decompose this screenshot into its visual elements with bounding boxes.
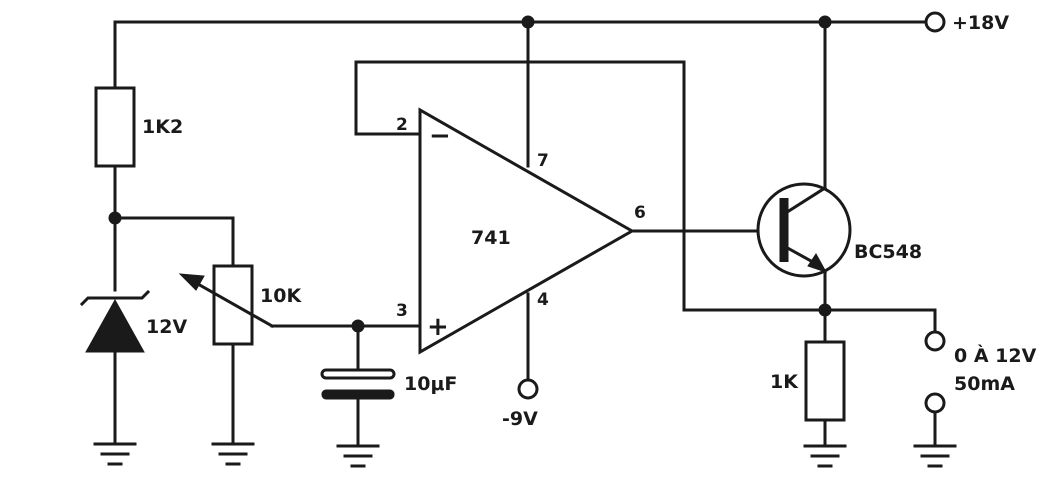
ground-symbol (913, 444, 957, 468)
output-current-label: 50mA (954, 373, 1015, 395)
ground-symbol (211, 442, 255, 466)
ground-symbol (336, 444, 380, 468)
opamp-741 (418, 107, 636, 355)
supply-negative-label: -9V (502, 408, 538, 430)
potentiometer-wiper-arrow (178, 273, 275, 329)
terminal-minus-9v (517, 378, 539, 400)
ground-symbol (803, 444, 847, 468)
resistor-1k-label: 1K (770, 371, 799, 393)
zener-label: 12V (146, 316, 187, 338)
pin-4-label: 4 (537, 290, 549, 310)
top-rail (113, 15, 928, 29)
capacitor-label: 10μF (404, 373, 457, 395)
output-range-label: 0 À 12V (954, 344, 1037, 367)
zener-diode (79, 289, 151, 353)
resistor-1k (804, 340, 846, 422)
pin-3-label: 3 (396, 301, 408, 321)
terminal-output-ground (924, 392, 946, 414)
terminal-output (924, 330, 946, 352)
supply-positive-label: +18V (952, 12, 1009, 34)
capacitor-10uf (320, 368, 396, 400)
resistor-1k2-label: 1K2 (142, 116, 183, 138)
feedback-wire (354, 60, 827, 312)
terminal-plus-18v (924, 11, 946, 33)
inverting-sign: − (429, 121, 451, 151)
transistor-label: BC548 (854, 241, 922, 263)
pin-7-label: 7 (537, 151, 549, 171)
opamp-label: 741 (471, 227, 511, 249)
transistor-bc548 (756, 182, 852, 278)
potentiometer-label: 10K (260, 285, 302, 307)
pin-2-label: 2 (396, 115, 408, 135)
pin-6-label: 6 (634, 203, 646, 223)
resistor-1k2 (94, 86, 136, 168)
ground-symbol (93, 442, 137, 466)
noninverting-sign: + (427, 312, 449, 342)
